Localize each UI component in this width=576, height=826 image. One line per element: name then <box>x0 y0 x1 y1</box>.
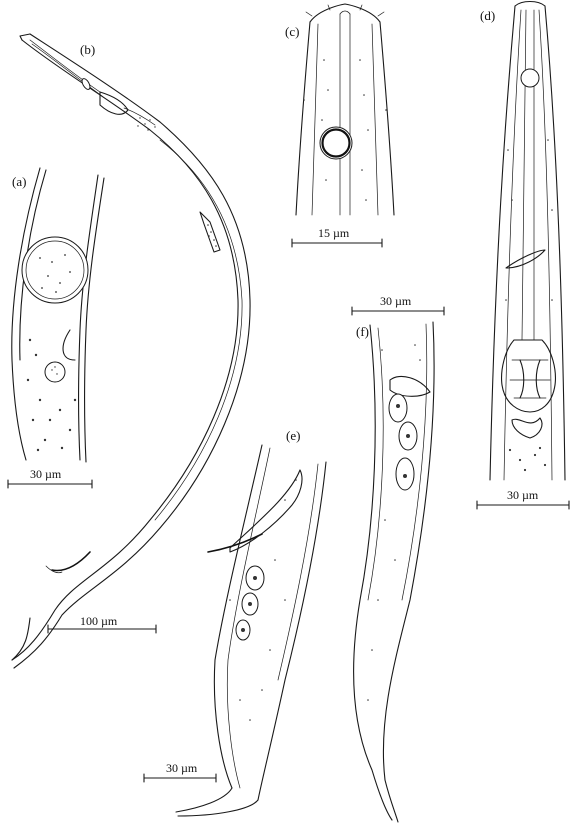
panel-f-scale-bar <box>351 306 445 316</box>
panel-b-scale-label: 100 µm <box>80 614 118 628</box>
panel-d-scale-bar <box>476 500 570 510</box>
panel-e: (e) 30 µm <box>143 428 327 817</box>
panel-c-scale-bar <box>291 238 383 248</box>
panel-f: (f) 30 µm <box>351 294 445 823</box>
panel-f-label: (f) <box>356 324 369 339</box>
panel-e-label: (e) <box>286 428 300 443</box>
panel-d-label: (d) <box>480 8 495 23</box>
panel-b-label: (b) <box>80 42 95 57</box>
panel-e-scale-label: 30 µm <box>166 761 198 775</box>
panel-d-scale-label: 30 µm <box>507 488 539 502</box>
panel-c-label: (c) <box>285 24 299 39</box>
panel-a-scale-label: 30 µm <box>30 467 62 481</box>
panel-f-drawing <box>353 321 435 823</box>
panel-b-scale-bar <box>47 624 157 634</box>
panel-a-drawing <box>11 167 105 463</box>
panel-a: (a) 30 µm <box>7 167 105 489</box>
panel-e-scale-bar <box>143 773 217 783</box>
panel-a-label: (a) <box>12 174 26 189</box>
panel-e-drawing <box>175 444 327 817</box>
panel-c: (c) 15 µm <box>285 3 395 248</box>
panel-f-scale-label: 30 µm <box>380 294 412 308</box>
panel-a-scale-bar <box>7 479 93 489</box>
panel-d-drawing <box>489 0 566 481</box>
panel-b-drawing <box>11 33 251 669</box>
panel-d: (d) 30 µm <box>476 0 570 510</box>
panel-b: (b) 100 µm <box>11 33 251 669</box>
panel-c-drawing <box>295 3 395 216</box>
panel-c-scale-label: 15 µm <box>318 226 350 240</box>
